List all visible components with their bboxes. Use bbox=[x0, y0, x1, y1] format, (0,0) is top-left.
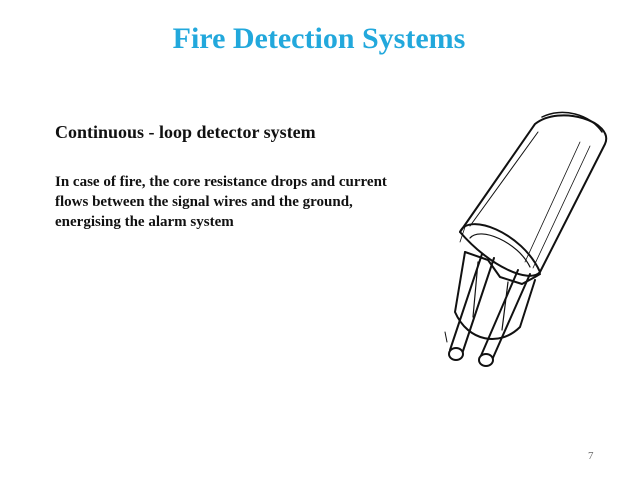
slide-body-text: In case of fire, the core resistance dro… bbox=[55, 174, 387, 230]
continuous-loop-detector-illustration bbox=[444, 111, 608, 367]
tube-mouth bbox=[459, 223, 541, 277]
slide-subtitle: Continuous - loop detector system bbox=[55, 122, 316, 142]
inner-core bbox=[464, 251, 541, 285]
outer-tube bbox=[459, 114, 608, 273]
wire-end-left bbox=[448, 347, 464, 361]
slide-title: Fire Detection Systems bbox=[172, 22, 466, 55]
wire-end-right bbox=[478, 353, 494, 367]
signal-wire-left bbox=[449, 253, 483, 351]
signal-wire-right bbox=[479, 269, 519, 359]
page-number: 7 bbox=[588, 450, 594, 462]
